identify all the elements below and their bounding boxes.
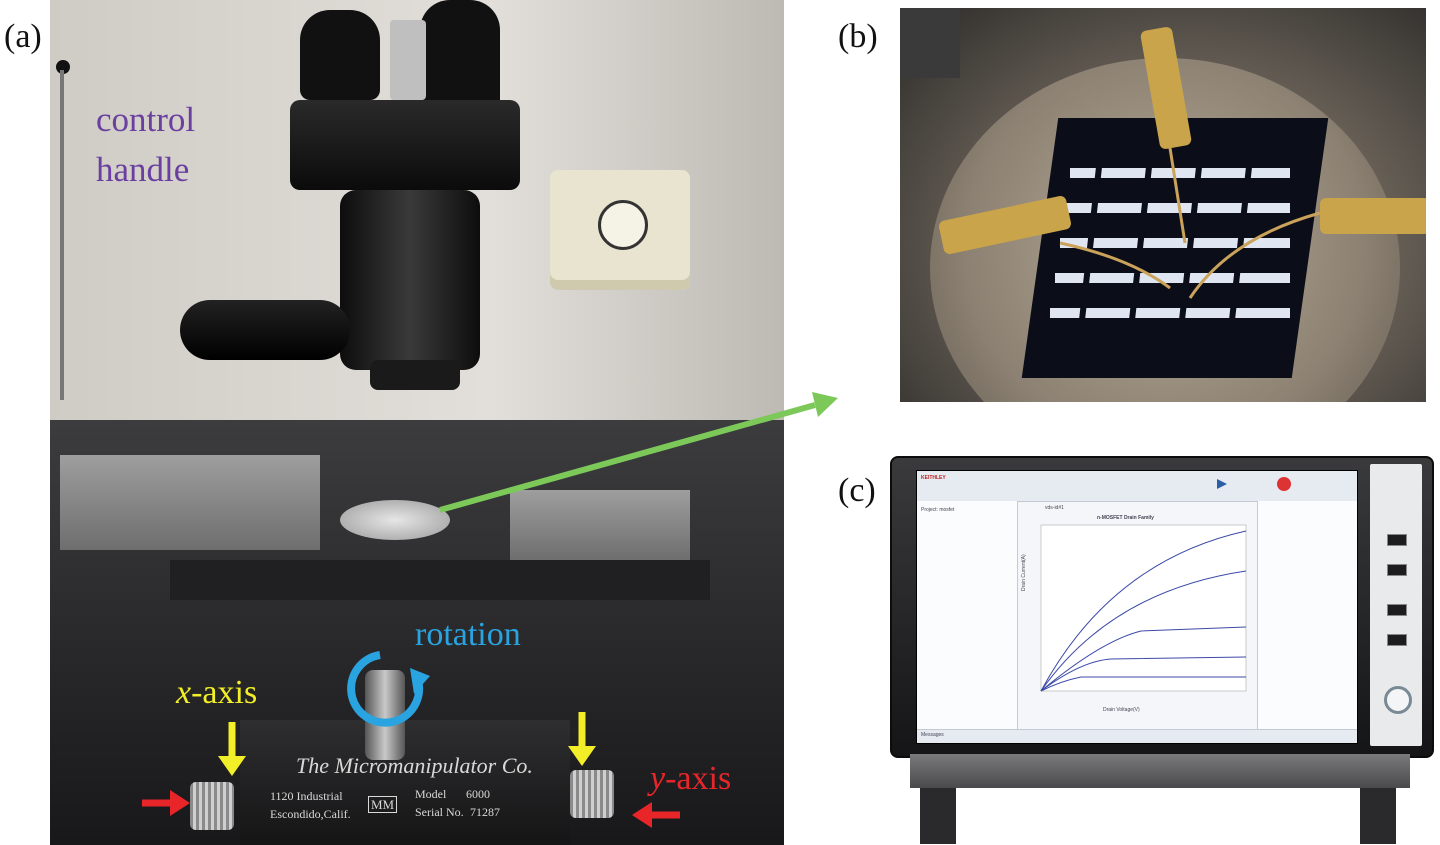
zoom-pointer-shaft <box>439 402 816 513</box>
microscope-tube <box>390 20 426 100</box>
probe-needle-top <box>1168 147 1187 244</box>
left-manipulator-platform <box>60 455 320 550</box>
plate-model-label: Model <box>415 787 447 801</box>
messages-bar <box>917 729 1357 743</box>
usb-port <box>1387 564 1407 576</box>
pad-gap <box>1177 157 1203 339</box>
x-axis-label: x-axis <box>176 676 257 710</box>
usb-port <box>1387 604 1407 616</box>
analyzer-foot-left <box>920 788 956 844</box>
y-axis-title: Drain Current(A) <box>1021 554 1027 591</box>
project-label: Project: mosfet <box>921 507 955 513</box>
control-handle-knob <box>56 60 70 74</box>
plate-address-2: Escondido,Calif. <box>270 807 351 821</box>
plate-serial-label: Serial No. <box>415 805 464 819</box>
light-source <box>180 300 350 360</box>
graph-plot-area <box>1040 524 1247 692</box>
rotation-label: rotation <box>415 616 521 653</box>
graph-title: n-MOSFET Drain Family <box>1097 515 1154 521</box>
zoom-body <box>340 190 480 370</box>
right-manipulator-platform <box>510 490 690 560</box>
pad-row <box>1055 273 1290 283</box>
rotation-arrowhead <box>410 668 430 694</box>
stage-rail <box>170 560 710 600</box>
analyzer-chassis: KEITHLEY Project: mosfet vds-id#1 n-MOSF… <box>890 456 1434 758</box>
messages-label: Messages <box>921 732 944 738</box>
zoom-pointer-arrowhead <box>812 392 838 417</box>
probe-needle-right <box>1188 211 1321 299</box>
x-red-arrowhead <box>170 790 190 816</box>
wafer-pads <box>900 8 1426 339</box>
drain-curve <box>1040 676 1246 692</box>
control-handle-rod <box>60 70 64 400</box>
pad-gap <box>1127 157 1153 339</box>
x-axis-micrometer <box>190 782 234 830</box>
analyzer-screen: KEITHLEY Project: mosfet vds-id#1 n-MOSF… <box>916 470 1358 744</box>
eyepiece-left <box>300 10 380 100</box>
probe-arm-top <box>1140 27 1192 149</box>
front-side-panel <box>1370 464 1422 746</box>
x-axis-arrowhead <box>218 756 246 776</box>
rotation-knob <box>365 670 405 760</box>
microscope-head <box>290 100 520 190</box>
run-history-panel <box>1257 501 1357 743</box>
project-tree <box>917 501 1018 743</box>
rotation-arc <box>347 651 424 727</box>
brand-plate: The Micromanipulator Co. <box>296 753 533 778</box>
usb-port <box>1387 634 1407 646</box>
probe-arm-right <box>1320 198 1426 234</box>
objective-turret <box>370 360 460 390</box>
eyepiece-right <box>420 0 500 110</box>
drain-family-graph <box>1040 524 1247 692</box>
y-axis-suffix: -axis <box>665 760 732 797</box>
base-plate <box>240 720 570 845</box>
plate-model-number: 6000 <box>466 787 490 801</box>
abort-icon <box>1277 477 1291 491</box>
annotation-overlay <box>142 651 680 828</box>
probe-tips-closeup-photo <box>900 8 1426 402</box>
probe-needle-left <box>1059 241 1171 290</box>
y-axis-yellow-arrowhead <box>568 746 596 766</box>
control-handle-label-line1: control <box>96 100 196 139</box>
pad-row <box>1050 308 1290 318</box>
screen-brand: KEITHLEY <box>921 475 946 481</box>
plate-logo: MM <box>368 796 398 813</box>
panel-label-c: (c) <box>838 472 876 509</box>
x-axis-title: Drain Voltage(V) <box>1103 707 1140 713</box>
pad-row <box>1065 203 1290 213</box>
pad-row <box>1070 168 1290 178</box>
y-axis-variable: y <box>650 760 666 797</box>
x-axis-variable: x <box>176 674 192 711</box>
plate-serial-number: 71287 <box>470 805 500 819</box>
y-red-arrowhead <box>632 802 652 828</box>
analyzer-base <box>910 754 1410 788</box>
wafer-chuck <box>340 500 450 540</box>
control-handle-label-line2: handle <box>96 150 190 189</box>
drain-curve <box>1040 530 1247 692</box>
panel-label-a: (a) <box>4 18 42 55</box>
pad-row <box>1060 238 1290 248</box>
usb-port <box>1387 534 1407 546</box>
x-axis-suffix: -axis <box>191 674 258 711</box>
panel-label-b: (b) <box>838 18 878 55</box>
run-icon <box>1217 479 1227 489</box>
drain-curve <box>1040 570 1247 692</box>
power-button <box>1384 686 1412 714</box>
plate-address-1: 1120 Industrial <box>270 789 343 803</box>
intensity-knob <box>598 200 648 250</box>
test-tab: vds-id#1 <box>1045 505 1064 511</box>
probe-arm-left <box>939 195 1071 255</box>
y-axis-micrometer <box>570 770 614 818</box>
drain-curve <box>1040 656 1247 692</box>
analyzer-foot-right <box>1360 788 1396 844</box>
drain-curve <box>1040 626 1247 692</box>
y-axis-label: y-axis <box>650 762 731 796</box>
pad-gap <box>1077 157 1103 339</box>
objective-lens <box>900 8 960 78</box>
keithley-analyzer-photo: KEITHLEY Project: mosfet vds-id#1 n-MOSF… <box>880 454 1440 845</box>
screen-toolbar <box>917 471 1357 502</box>
probe-station-photo: The Micromanipulator Co. 1120 Industrial… <box>50 0 784 845</box>
